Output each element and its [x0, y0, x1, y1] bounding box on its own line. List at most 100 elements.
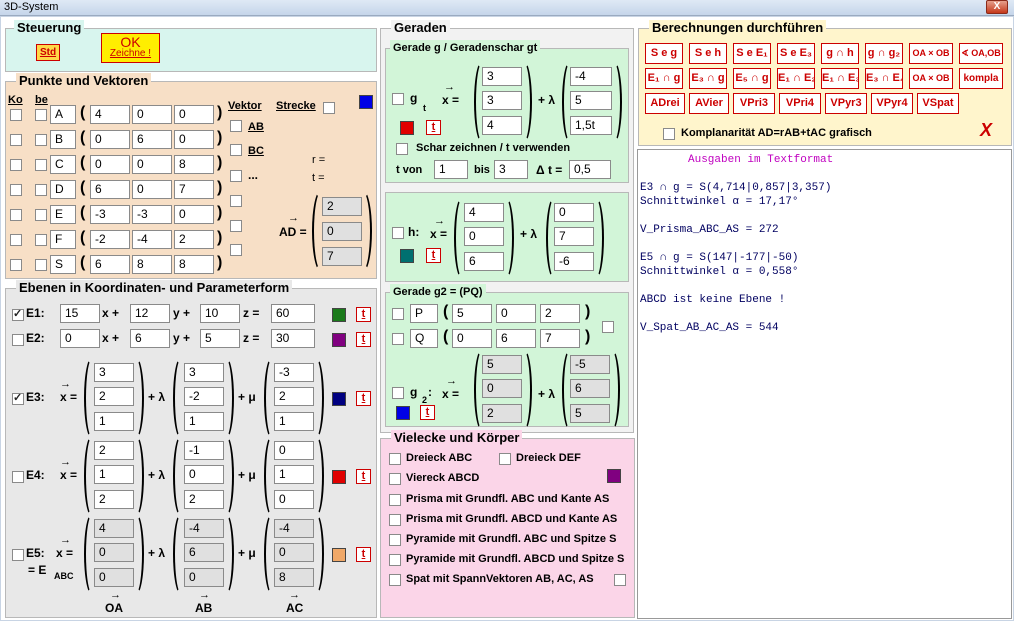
q-name[interactable]: Q	[410, 329, 438, 348]
h-point-y[interactable]: 0	[464, 227, 504, 246]
vector-more-checkbox[interactable]	[230, 170, 242, 182]
calc-area-quad-button[interactable]: AVier	[689, 93, 729, 114]
e1-const[interactable]: 60	[271, 304, 315, 323]
point-d-z[interactable]: 7	[174, 180, 214, 199]
calc-s-e-e3-button[interactable]: S e E₃	[777, 43, 815, 64]
e3-u-z[interactable]: 1	[184, 412, 224, 431]
delta-t-input[interactable]: 0,5	[569, 160, 611, 179]
ko-checkbox-c[interactable]	[10, 159, 22, 171]
calc-cross-product-button[interactable]: OA × OB	[909, 68, 953, 89]
g2-color-swatch[interactable]	[396, 406, 410, 420]
point-name-c[interactable]: C	[50, 155, 76, 174]
e4-checkbox[interactable]	[12, 471, 24, 483]
point-name-d[interactable]: D	[50, 180, 76, 199]
ko-checkbox-d[interactable]	[10, 184, 22, 196]
point-name-f[interactable]: F	[50, 230, 76, 249]
calc-s-e-e1-button[interactable]: S e E₁	[733, 43, 771, 64]
prisma-abc-checkbox[interactable]	[389, 494, 401, 506]
dreieck-def-checkbox[interactable]	[499, 453, 511, 465]
be-checkbox-f[interactable]	[35, 234, 47, 246]
vector-checkbox-6[interactable]	[230, 244, 242, 256]
ko-checkbox-s[interactable]	[10, 259, 22, 271]
prisma-abcd-checkbox[interactable]	[389, 514, 401, 526]
e2-checkbox[interactable]	[12, 334, 24, 346]
ko-checkbox-f[interactable]	[10, 234, 22, 246]
e2-const[interactable]: 30	[271, 329, 315, 348]
e1-coef-x[interactable]: 15	[60, 304, 100, 323]
vector-checkbox-5[interactable]	[230, 220, 242, 232]
calc-e3-cap-e4-button[interactable]: E₃ ∩ E₄	[865, 68, 903, 89]
spat-extra-checkbox[interactable]	[614, 574, 626, 586]
g-text-button[interactable]: t	[426, 120, 441, 135]
calc-g-cap-g2-button[interactable]: g ∩ g₂	[865, 43, 903, 64]
calc-e1-cap-e2-button[interactable]: E₁ ∩ E₂	[777, 68, 815, 89]
point-d-y[interactable]: 0	[132, 180, 172, 199]
g-point-z[interactable]: 4	[482, 116, 522, 135]
point-b-y[interactable]: 6	[132, 130, 172, 149]
delete-output-icon[interactable]: X	[979, 120, 992, 140]
e1-coef-y[interactable]: 12	[130, 304, 170, 323]
pyramide-abcd-checkbox[interactable]	[389, 554, 401, 566]
e5-checkbox[interactable]	[12, 549, 24, 561]
point-f-y[interactable]: -4	[132, 230, 172, 249]
g2-text-button[interactable]: t	[420, 405, 435, 420]
calc-vol-pyr4-button[interactable]: VPyr4	[871, 93, 913, 114]
calc-area-triangle-button[interactable]: ADrei	[645, 93, 685, 114]
std-button[interactable]: Std	[36, 44, 60, 61]
ko-checkbox-a[interactable]	[10, 109, 22, 121]
g-point-y[interactable]: 3	[482, 91, 522, 110]
h-color-swatch[interactable]	[400, 249, 414, 263]
e3-color-swatch[interactable]	[332, 392, 346, 406]
p-name[interactable]: P	[410, 304, 438, 323]
point-c-y[interactable]: 0	[132, 155, 172, 174]
e2-color-swatch[interactable]	[332, 333, 346, 347]
point-f-z[interactable]: 2	[174, 230, 214, 249]
calc-e1-cap-g-button[interactable]: E₁ ∩ g	[645, 68, 683, 89]
e3-v-x[interactable]: -3	[274, 363, 314, 382]
e2-coef-z[interactable]: 5	[200, 329, 240, 348]
point-name-s[interactable]: S	[50, 255, 76, 274]
e2-coef-y[interactable]: 6	[130, 329, 170, 348]
viereck-abcd-checkbox[interactable]	[389, 473, 401, 485]
e2-text-button[interactable]: t	[356, 332, 371, 347]
e2-coef-x[interactable]: 0	[60, 329, 100, 348]
q-checkbox[interactable]	[392, 333, 404, 345]
h-checkbox[interactable]	[392, 227, 404, 239]
calc-e5-cap-g-button[interactable]: E₅ ∩ g	[733, 68, 771, 89]
point-a-y[interactable]: 0	[132, 105, 172, 124]
e4-color-swatch[interactable]	[332, 470, 346, 484]
pyramide-abc-checkbox[interactable]	[389, 534, 401, 546]
e1-checkbox[interactable]	[12, 307, 24, 321]
close-window-button[interactable]: X	[986, 0, 1008, 14]
q-y[interactable]: 6	[496, 329, 536, 348]
e4-u-x[interactable]: -1	[184, 441, 224, 460]
be-checkbox-b[interactable]	[35, 134, 47, 146]
punkte-color-swatch[interactable]	[359, 95, 373, 109]
calc-komplanar-button[interactable]: kompla	[959, 68, 1003, 89]
komplanar-checkbox[interactable]	[663, 128, 675, 140]
ko-checkbox-e[interactable]	[10, 209, 22, 221]
e1-color-swatch[interactable]	[332, 308, 346, 322]
e3-checkbox[interactable]	[12, 391, 24, 405]
be-checkbox-s[interactable]	[35, 259, 47, 271]
e4-point-y[interactable]: 1	[94, 465, 134, 484]
point-d-x[interactable]: 6	[90, 180, 130, 199]
point-c-z[interactable]: 8	[174, 155, 214, 174]
e1-text-button[interactable]: t	[356, 307, 371, 322]
point-a-x[interactable]: 4	[90, 105, 130, 124]
h-text-button[interactable]: t	[426, 248, 441, 263]
calc-g-cap-h-button[interactable]: g ∩ h	[821, 43, 859, 64]
g2-checkbox[interactable]	[392, 387, 404, 399]
point-e-z[interactable]: 0	[174, 205, 214, 224]
vector-checkbox-4[interactable]	[230, 195, 242, 207]
calc-angle-button[interactable]: ∢ OA,OB	[959, 43, 1003, 64]
be-checkbox-e[interactable]	[35, 209, 47, 221]
point-e-x[interactable]: -3	[90, 205, 130, 224]
vector-ab-checkbox[interactable]	[230, 120, 242, 132]
p-checkbox[interactable]	[392, 308, 404, 320]
calc-vol-pyr3-button[interactable]: VPyr3	[825, 93, 867, 114]
t-bis-input[interactable]: 3	[494, 160, 528, 179]
q-x[interactable]: 0	[452, 329, 492, 348]
g-u-x[interactable]: -4	[570, 67, 612, 86]
calc-e1-cap-e3-button[interactable]: E₁ ∩ E₃	[821, 68, 859, 89]
